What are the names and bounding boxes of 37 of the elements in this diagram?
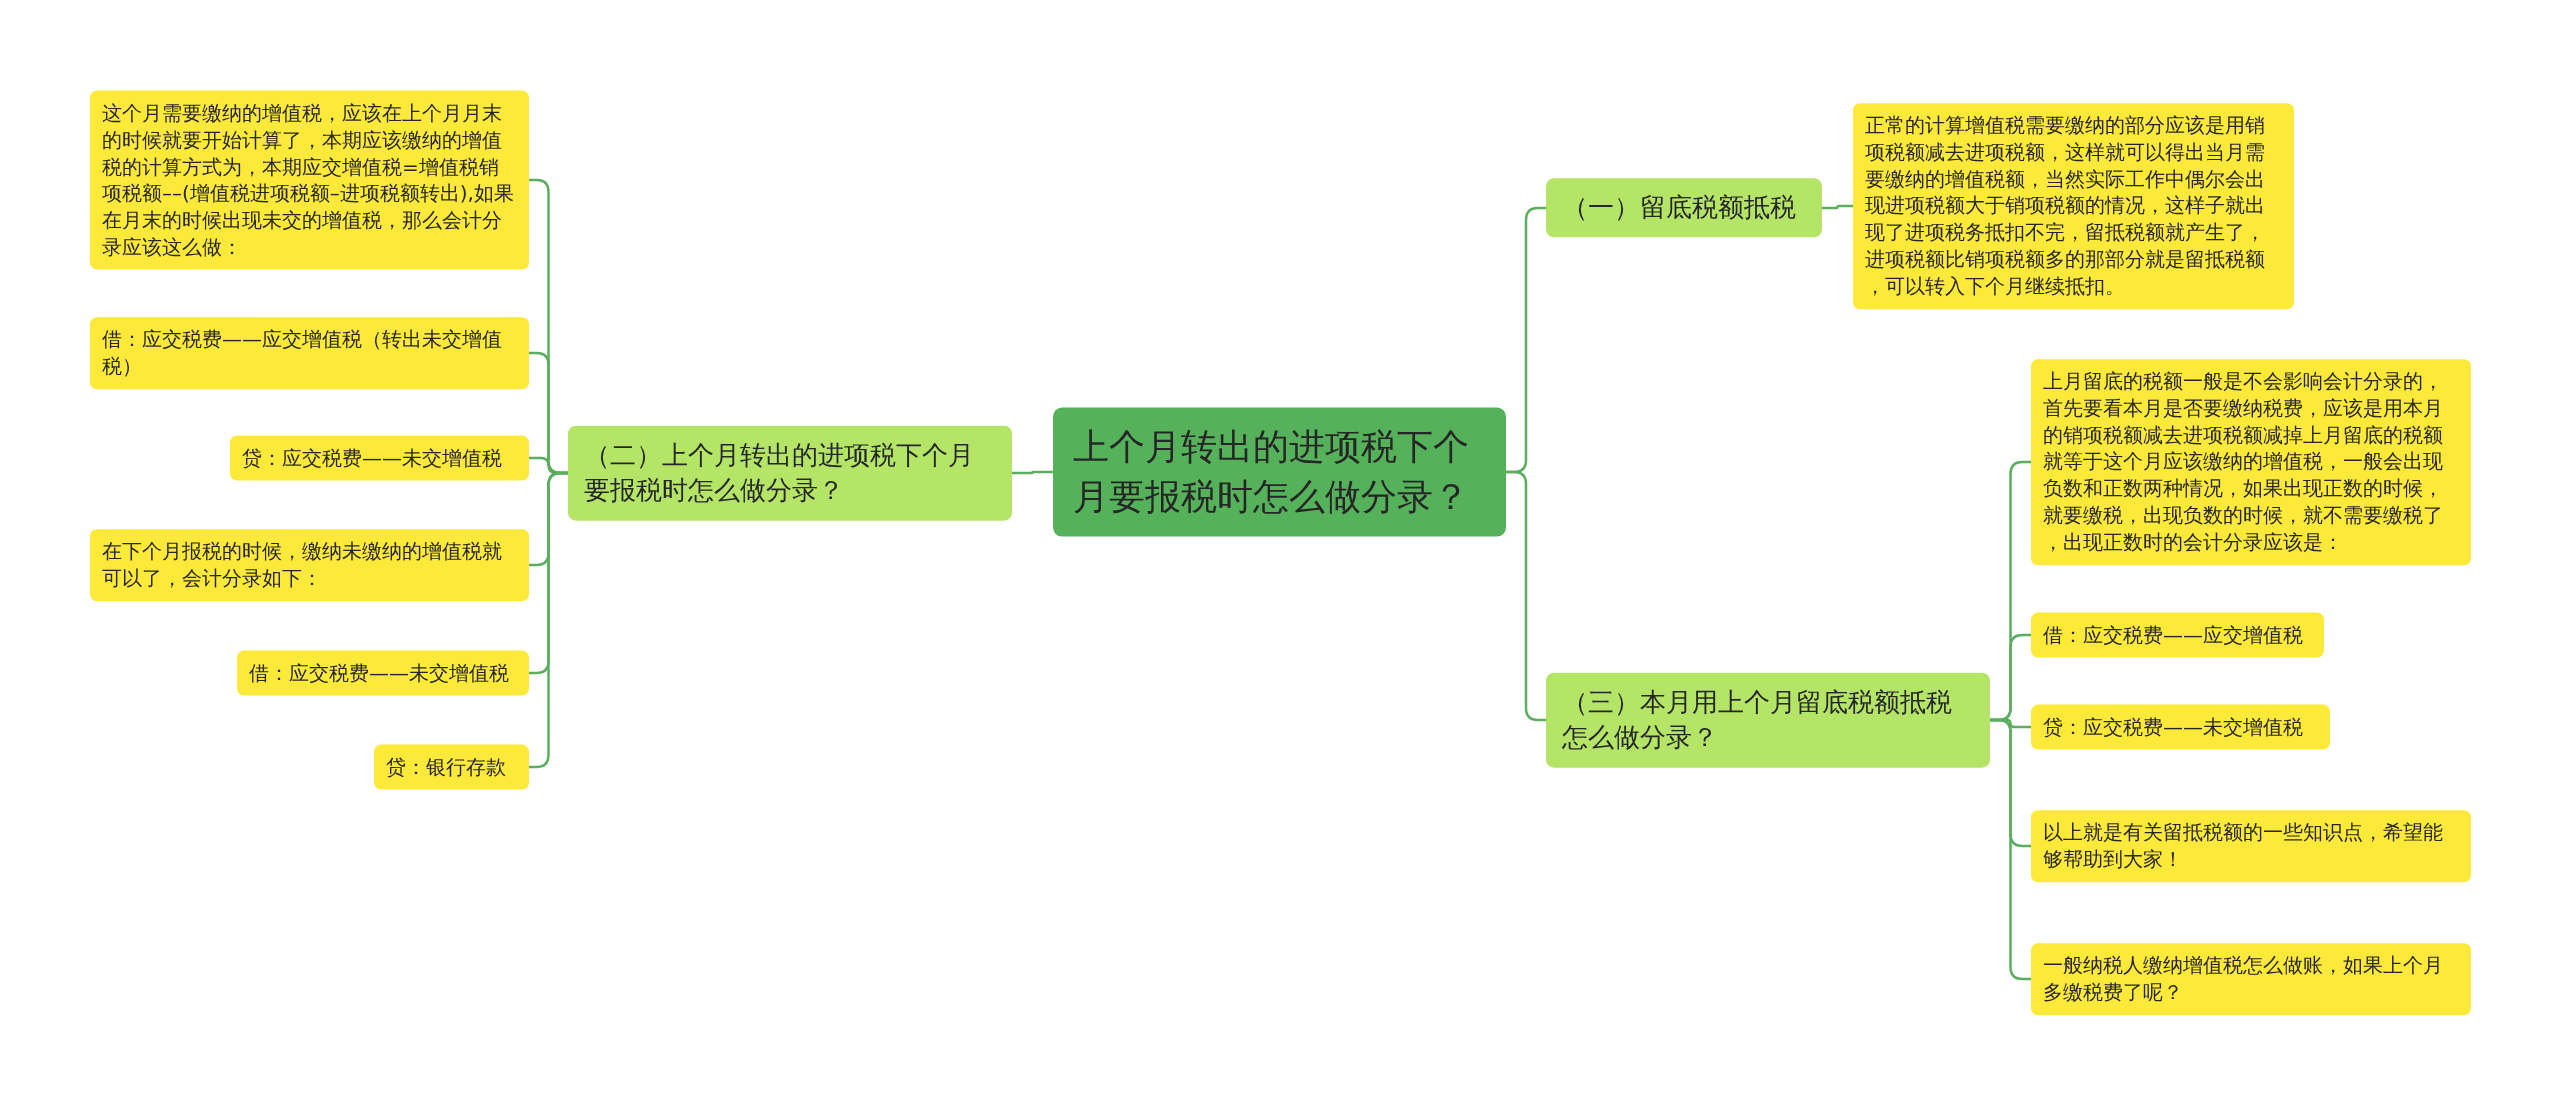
note-text: 一般纳税人缴纳增值税怎么做账，如果上个月多缴税费了呢？: [2043, 952, 2444, 1006]
note-card: [90, 529, 529, 601]
note-card: [2031, 943, 2471, 1015]
note-text: 借：应交税费——应交增值税（转出未交增值税）: [102, 326, 503, 380]
branch-topic: [1546, 672, 1990, 768]
note-text: 贷：应交税费——未交增值税: [242, 444, 503, 472]
connector-line: [1504, 470, 1548, 722]
note-text: 正常的计算增值税需要缴纳的部分应该是用销项税额减去进项税额，这样就可以得出当月需要缴纳的增值税额，当然实际工作中偶尔会出现进项税额大于销项税额的情况，这样子就出现了进项税务抵扣不完，留抵税额就产生了，进项税额比销项税额多的那部分就是留抵税额，可以转入下个月继续抵扣。: [1865, 112, 2266, 300]
note-card: [90, 317, 529, 389]
connector-line: [1988, 718, 2033, 981]
branch-topic: [568, 425, 1012, 521]
note-card: [2031, 704, 2330, 750]
note-card: [1853, 103, 2294, 309]
branch-topic: [1546, 178, 1822, 238]
note-text: 在下个月报税的时候，缴纳未缴纳的增值税就可以了，会计分录如下：: [102, 538, 503, 592]
note-text: 这个月需要缴纳的增值税，应该在上个月月末的时候就要开始计算了，本期应该缴纳的增值税的计算方式为，本期应交增值税=增值税销项税额––(增值税进项税额–进项税额转出),如果在月末的时候出现未交的增值税，那么会计分录应该这么做：: [102, 99, 515, 261]
topic-text: （一）留底税额抵税: [1562, 191, 1797, 225]
note-text: 贷：银行存款: [386, 753, 507, 781]
connector-line: [1010, 470, 1055, 475]
note-card: [2031, 612, 2324, 658]
connector-line: [1820, 204, 1855, 210]
topic-text: （二）上个月转出的进项税下个月要报税时怎么做分录？: [584, 438, 975, 507]
note-card: [237, 650, 529, 696]
note-text: 上月留底的税额一般是不会影响会计分录的，首先要看本月是否要缴纳税费，应该是用本月的销项税额减去进项税额减掉上月留底的税额就等于这个月应该缴纳的增值税，一般会出现负数和正数两种情况，如果出现正数的时候，就要缴税，出现负数的时候，就不需要缴税了，出现正数时的会计分录应该是：: [2043, 368, 2444, 556]
note-text: 借：应交税费——应交增值税: [2043, 621, 2304, 649]
note-text: 借：应交税费——未交增值税: [249, 659, 510, 687]
note-card: [374, 744, 529, 790]
note-text: 以上就是有关留抵税额的一些知识点，希望能够帮助到大家！: [2043, 819, 2444, 873]
note-card: [230, 435, 529, 481]
topic-text: 上个月转出的进项税下个月要报税时怎么做分录？: [1073, 424, 1470, 519]
note-text: 贷：应交税费——未交增值税: [2043, 713, 2304, 741]
note-card: [2031, 359, 2471, 565]
connector-line: [527, 471, 570, 769]
central-topic: [1053, 407, 1506, 537]
note-card: [90, 90, 529, 270]
topic-text: （三）本月用上个月留底税额抵税怎么做分录？: [1562, 685, 1953, 754]
note-card: [2031, 810, 2471, 882]
